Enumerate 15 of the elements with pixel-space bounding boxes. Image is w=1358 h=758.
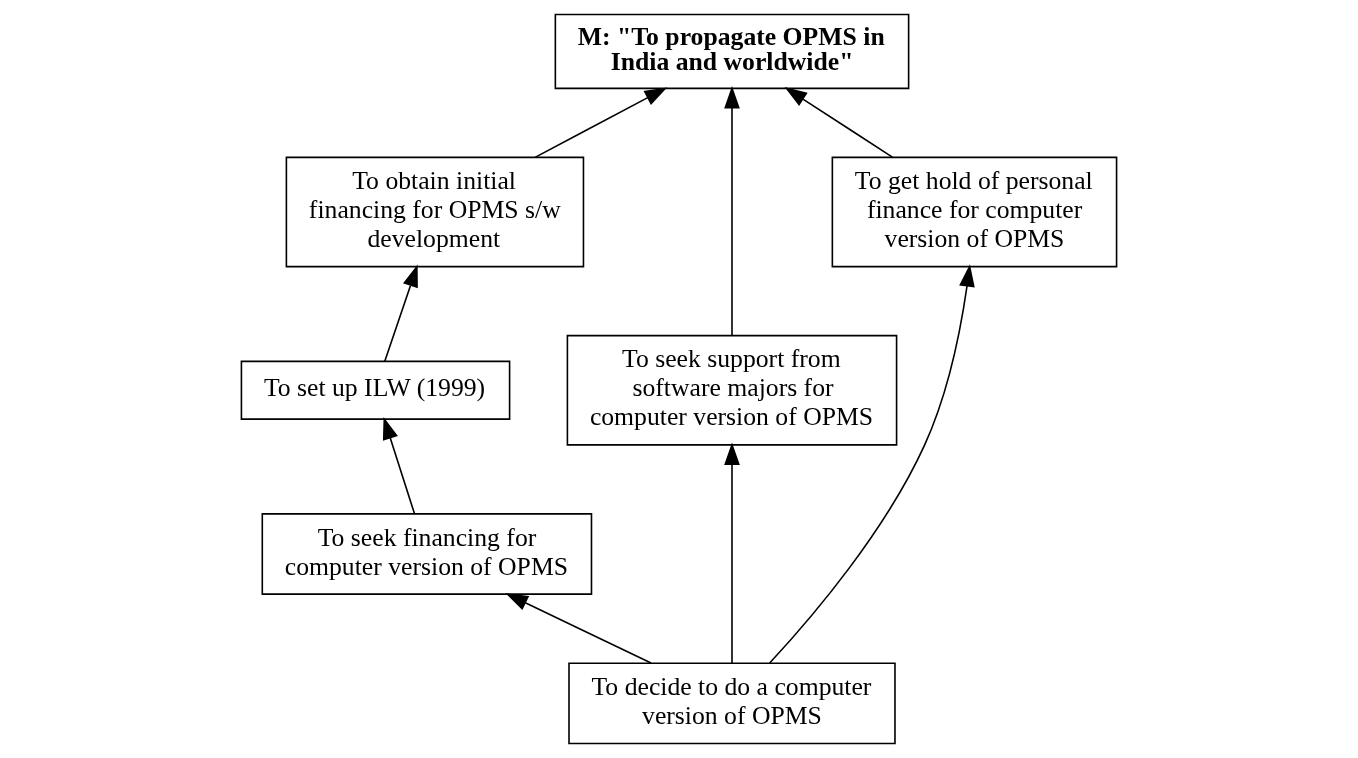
arrow: [505, 593, 652, 664]
node-box: To seek financing for computer version of OPMS: [261, 513, 593, 595]
arrow: [534, 87, 668, 159]
node-box: To decide to do a computer version of OPMS: [568, 662, 896, 745]
arrow: [724, 442, 740, 664]
arrow: [768, 264, 975, 664]
arrow: [724, 86, 740, 337]
node-box: To seek support from software majors for computer version of OPMS: [566, 334, 898, 446]
arrow: [382, 416, 416, 515]
arrow: [784, 87, 894, 158]
node-box: M: "To propagate OPMS in India and worldwide": [554, 13, 910, 90]
arrow: [384, 264, 418, 363]
node-box: To set up ILW (1999): [240, 360, 511, 420]
node-box: To get hold of personal finance for computer version of OPMS: [831, 156, 1118, 268]
node-box: To obtain initial financing for OPMS s/w development: [285, 156, 585, 268]
